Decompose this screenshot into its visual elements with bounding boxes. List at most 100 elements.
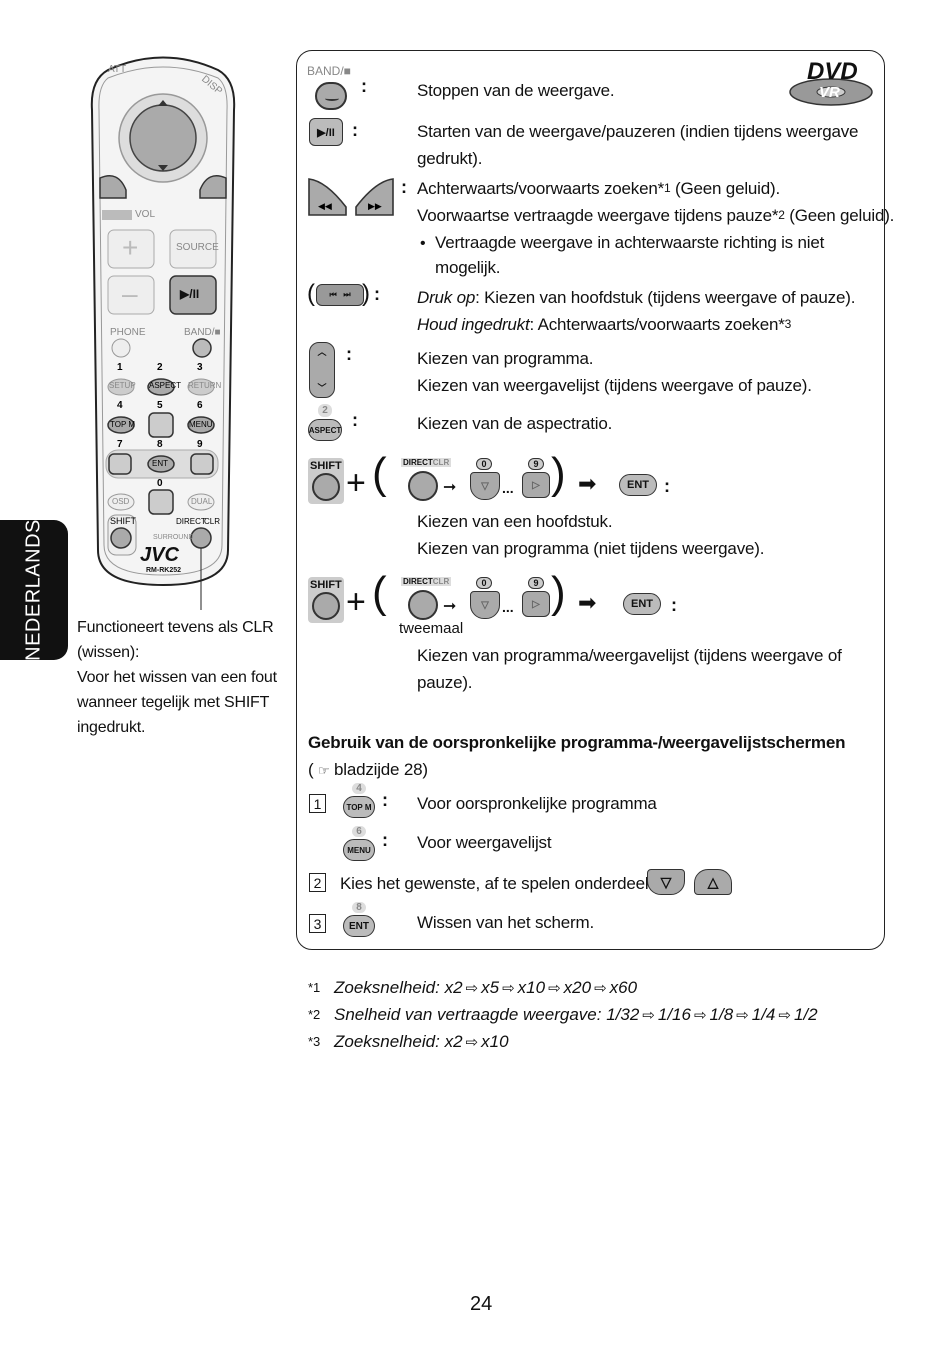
shift-key-group: SHIFT — [308, 458, 344, 504]
emphasis-text: Houd ingedrukt — [417, 315, 530, 334]
remote-att-label: ATT — [108, 64, 127, 75]
chapter-desc-line1: Druk op: Kiezen van hoofdstuk (tijdens w… — [417, 284, 855, 311]
emphasis-text: Druk op — [417, 288, 476, 307]
ref-text: bladzijde 28) — [334, 760, 428, 779]
key-9-label: 9 — [528, 577, 544, 589]
chapter-text: : Achterwaarts/voorwaarts zoeken* — [529, 315, 785, 334]
remote-dual-label: DUAL — [191, 497, 213, 506]
arrow-right-icon: ⇨ — [693, 1007, 707, 1024]
footnote-step: x2 — [444, 978, 463, 997]
footnote-label: Zoeksnelheid: — [334, 1032, 445, 1051]
colon: : — [382, 790, 388, 810]
chapter-text: : Kiezen van hoofdstuk (tijdens weergave… — [475, 288, 856, 307]
vr-label: VR — [819, 84, 840, 101]
direct-label: DIRECTCLR — [401, 458, 452, 467]
paren-open: ( — [307, 280, 315, 307]
arrow-right-icon: ⇨ — [465, 1034, 479, 1051]
remote-ent-label: ENT — [152, 459, 168, 468]
footnote-ref: 1 — [664, 181, 671, 195]
remote-control-illustration — [90, 56, 236, 610]
language-side-tab: NEDERLANDS — [0, 519, 68, 661]
paren-open: ( — [372, 449, 387, 498]
bullet-line1: Vertraagde weergave in achterwaarste ric… — [435, 233, 825, 252]
remote-aspect-label: ASPECT — [149, 381, 182, 390]
shift-key — [312, 592, 340, 620]
colon: : — [664, 476, 670, 496]
bullet-line2: mogelijk. — [435, 258, 501, 277]
remote-setup-label: SETUP — [109, 381, 136, 390]
language-label: NEDERLANDS — [22, 519, 45, 661]
footnote-step: 1/2 — [793, 1005, 818, 1024]
direct-key — [408, 590, 438, 620]
footnote-mark: *3 — [308, 1034, 321, 1049]
remote-source-label: SOURCE — [176, 242, 219, 253]
arrow-right-icon: ⇨ — [502, 980, 515, 997]
footnote-mark: *1 — [308, 980, 321, 995]
topm-key: TOP M — [343, 796, 375, 818]
remote-direct-label: DIRECT — [176, 517, 206, 526]
remote-return-label: RETURN — [188, 381, 222, 390]
stop-glyph-icon — [325, 96, 339, 101]
paren-close: ) — [551, 568, 566, 617]
remote-surround-label: SURROUND — [153, 534, 194, 541]
remote-band-label: BAND/■ — [184, 327, 221, 338]
step-number: 3 — [309, 914, 326, 933]
shift-label: SHIFT — [310, 579, 342, 591]
key-0-label: 0 — [476, 577, 492, 589]
arrow-right-icon: ➞ — [443, 598, 457, 615]
aspect-desc: Kiezen van de aspectratio. — [417, 414, 613, 433]
remote-key-8: 8 — [157, 439, 163, 450]
colon: : — [352, 410, 358, 430]
colon: : — [346, 344, 352, 364]
program-desc-line2: Kiezen van weergavelijst (tijdens weerga… — [417, 376, 812, 395]
arrow-right-icon: ⇨ — [642, 1007, 655, 1024]
dvd-label: DVD — [807, 58, 858, 85]
footnote-step: x2 — [444, 1032, 463, 1051]
clr-text: CLR — [432, 577, 450, 586]
paren-close: ) — [362, 280, 370, 307]
key-0-down: ▽ — [470, 591, 500, 619]
arrow-right-icon: ⇨ — [548, 980, 561, 997]
colon: : — [401, 177, 407, 197]
play-pause-key: ▶/II — [309, 118, 343, 146]
footnote-label: Snelheid van vertraagde weergave: — [334, 1005, 607, 1024]
aspect-key-number: 2 — [318, 404, 332, 417]
menu-key: MENU — [343, 839, 375, 861]
colon: : — [361, 76, 367, 96]
search-desc-line2: Voorwaartse vertraagde weergave tijdens … — [417, 202, 894, 229]
search-text-suffix: (Geen geluid). — [784, 206, 895, 225]
instruction-panel — [296, 50, 885, 950]
footnote-step: x10 — [517, 978, 546, 997]
play-desc-line2: gedrukt). — [417, 149, 483, 168]
big-arrow-icon: ➡ — [578, 590, 597, 615]
dvd-disc-icon — [789, 78, 873, 106]
chapter-key: ⏮ ⏭ — [316, 284, 364, 306]
aspect-key: ASPECT — [308, 419, 342, 441]
remote-key-0: 0 — [157, 478, 163, 489]
shift-label: SHIFT — [310, 460, 342, 472]
colon: : — [382, 830, 388, 850]
direct-key — [408, 471, 438, 501]
step-number: 2 — [309, 873, 326, 892]
remote-key-7: 7 — [117, 439, 123, 450]
chapter-desc-line2: Houd ingedrukt: Achterwaarts/voorwaarts … — [417, 311, 791, 338]
footnote-step: 1/4 — [751, 1005, 776, 1024]
list-desc-line2: pauze). — [417, 673, 473, 692]
colon: : — [671, 595, 677, 615]
key-0-label: 0 — [476, 458, 492, 470]
ellipsis: ... — [502, 480, 514, 496]
search-text: Achterwaarts/voorwaarts zoeken* — [417, 179, 665, 198]
step1b-desc: Voor weergavelijst — [417, 833, 552, 852]
footnote-step: 1/8 — [709, 1005, 734, 1024]
ent-key: ENT — [623, 593, 661, 615]
step-number: 1 — [309, 794, 326, 813]
remote-menu-label: MENU — [189, 420, 213, 429]
footnote-step: x60 — [609, 978, 638, 997]
shift-key-group: SHIFT — [308, 577, 344, 623]
bullet-icon: • — [420, 235, 426, 252]
colon: : — [352, 120, 358, 140]
band-stop-label: BAND/■ — [307, 64, 351, 78]
direct-label: DIRECTCLR — [401, 577, 452, 586]
up-down-arrows-icon: ︿﹀ — [317, 347, 327, 393]
search-desc-line1: Achterwaarts/voorwaarts zoeken*1 (Geen g… — [417, 175, 780, 202]
